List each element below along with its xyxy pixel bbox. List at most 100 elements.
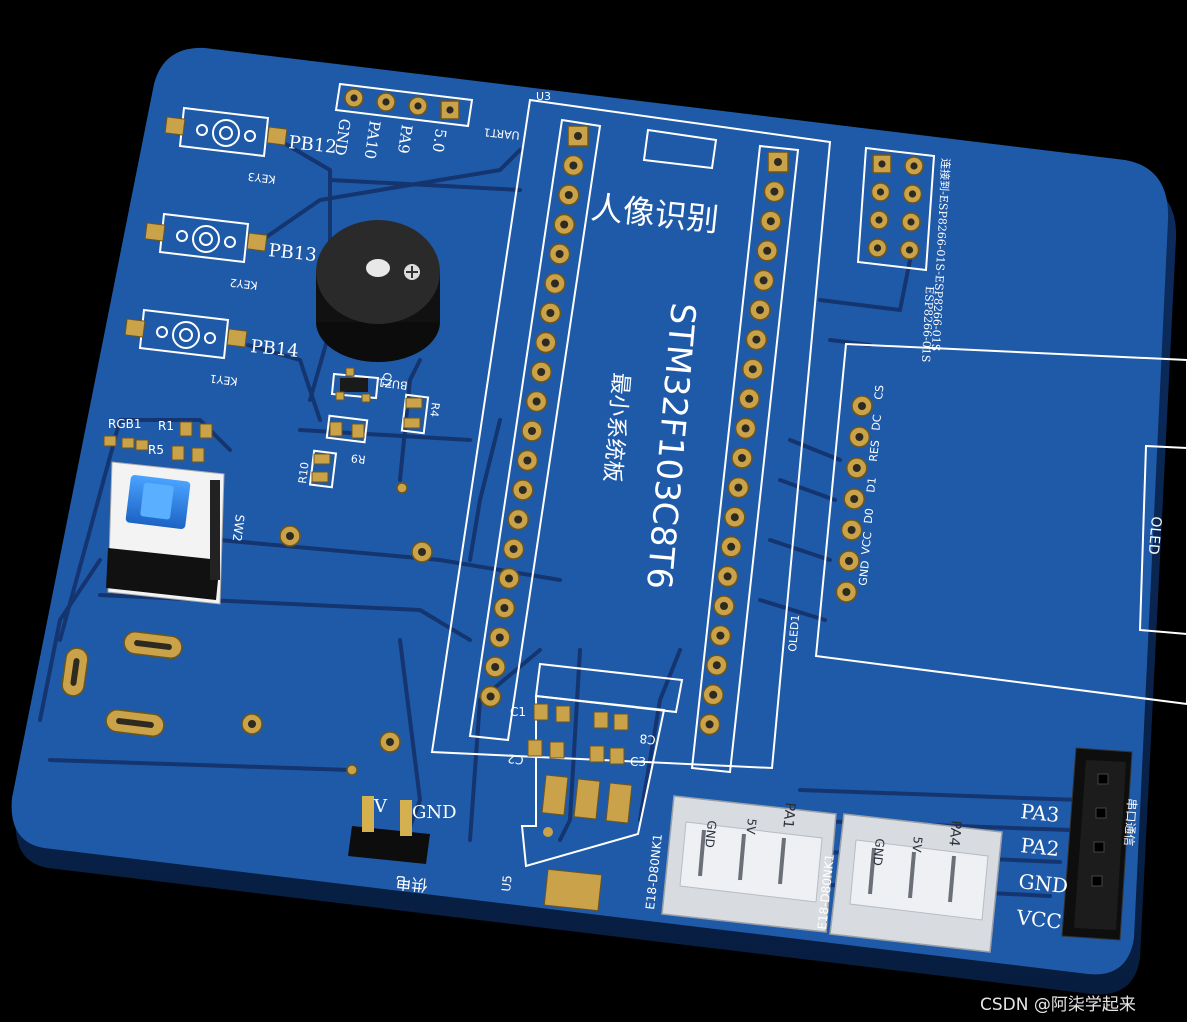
esp-header-outline	[856, 146, 936, 272]
mcu-pin-right-hole	[741, 424, 750, 433]
r1	[179, 421, 213, 439]
c8	[593, 711, 629, 731]
sw2-label: SW2	[230, 514, 247, 543]
mcu-pin-left-hole	[532, 397, 541, 406]
mcu-pin-right-hole	[712, 661, 721, 670]
connector-2-pin-5v: 5V	[909, 836, 925, 854]
connector-1-pin-gnd: GND	[702, 820, 719, 849]
serial-pin-pa2: PA2	[1019, 833, 1060, 861]
r9	[325, 414, 369, 444]
mcu-pin-right-hole	[727, 542, 736, 551]
oled-ref: OLED1	[786, 614, 802, 652]
rgb-led	[103, 435, 149, 451]
key3-ref: KEY3	[247, 170, 276, 186]
key1[interactable]	[124, 308, 248, 360]
esp-pin-hole	[875, 216, 883, 224]
serial-label-cn: 串口通信	[1122, 798, 1139, 847]
board-face	[11, 47, 1169, 975]
mcu-pin-right-hole	[716, 631, 725, 640]
rgb-label: RGB1	[108, 417, 142, 431]
connector-2-pin-gnd: GND	[870, 838, 887, 867]
mcu-pin-right-hole	[734, 483, 743, 492]
oled-pin-hole	[847, 526, 856, 534]
mcu-pin-left-hole	[505, 574, 513, 583]
mcu-pin-left-hole	[528, 427, 536, 435]
uart-pin-5v: 5.0	[429, 127, 450, 153]
mcu-pin-right-hole	[774, 158, 782, 166]
uart-header-outline	[334, 82, 474, 128]
power-header[interactable]	[348, 796, 430, 864]
q1-ref: Q1	[379, 372, 394, 389]
u3-label: U3	[536, 90, 551, 103]
serial-header[interactable]	[1061, 747, 1133, 941]
oled-pin-label: RES	[867, 439, 882, 462]
c2-label: C2	[507, 751, 524, 767]
uart-pin-hole	[446, 106, 454, 114]
key2[interactable]	[144, 212, 268, 264]
key2-ref: KEY2	[229, 276, 258, 292]
mcu-pin-left-hole	[551, 279, 559, 288]
mcu-pin-right-hole	[752, 335, 761, 344]
mcu-pin-left-hole	[541, 338, 550, 347]
esp-pin-hole	[908, 190, 917, 198]
key3-net: PB12	[287, 132, 337, 158]
esp-pin-hole	[876, 188, 885, 196]
uart-header-pins	[344, 88, 460, 120]
mcu-pin-right-hole	[738, 454, 746, 462]
power-label-cn: 供电	[395, 873, 429, 895]
mcu-pin-left-hole	[546, 309, 555, 317]
key2-net: PB13	[267, 240, 317, 266]
oled-pin-hole	[842, 588, 851, 596]
usb-mark	[642, 128, 718, 170]
r5	[171, 445, 205, 463]
key3[interactable]	[164, 106, 288, 158]
connector-2[interactable]	[829, 813, 1003, 953]
oled-pin-hole	[858, 402, 866, 410]
buzzer	[316, 220, 440, 362]
mcu-pin-left-hole	[569, 161, 578, 170]
c2	[527, 739, 565, 759]
sw2-switch[interactable]	[106, 461, 225, 605]
mcu-pin-right-hole	[720, 602, 728, 610]
connector-1-pin-5v: 5V	[743, 818, 759, 836]
r4-label: R4	[427, 402, 442, 418]
c1-label: C1	[510, 705, 526, 719]
mcu-pin-left-hole	[486, 692, 495, 701]
oled-display-outline	[1138, 444, 1187, 636]
mcu-socket-right	[690, 144, 800, 774]
mcu-pin-right-hole	[705, 720, 714, 729]
cap-area-outline	[534, 662, 684, 714]
mcu-pin-left-hole	[514, 515, 523, 524]
c3-label: C3	[630, 755, 646, 769]
mcu-pin-right-hole	[763, 246, 772, 255]
r10	[308, 449, 338, 489]
oled-pin-hole	[845, 557, 853, 565]
uart-pin-pa10: PA10	[361, 119, 384, 160]
oled-pin-hole	[852, 464, 861, 472]
watermark: CSDN @阿柒学起来	[980, 995, 1136, 1015]
c1	[533, 703, 571, 723]
uart-pin-pa9: PA9	[394, 123, 416, 154]
mcu-pin-left-hole	[564, 191, 573, 199]
mcu-socket-left	[468, 118, 602, 742]
mcu-pin-right-hole	[748, 365, 757, 374]
key1-net: PB14	[249, 336, 299, 362]
u5-outline	[520, 694, 666, 868]
oled-outline	[814, 342, 1187, 706]
oled-pin-label: CS	[872, 384, 886, 400]
connector-1[interactable]	[661, 795, 837, 933]
connector-2-pin-pa4: PA4	[945, 820, 964, 848]
r9-label: R9	[350, 451, 366, 466]
power-label-gnd: GND	[412, 802, 457, 823]
uart-pin-hole	[382, 98, 390, 106]
oled-pin-hole	[850, 495, 859, 503]
serial-pin-vcc: VCC	[1014, 905, 1062, 934]
oled-silk: OLED	[1145, 516, 1164, 556]
mcu-pin-right-hole	[745, 394, 754, 403]
oled-pin-hole	[855, 433, 864, 441]
q1-transistor	[330, 367, 380, 403]
serial-pin-pa3: PA3	[1019, 799, 1060, 827]
serial-pin-gnd: GND	[1017, 869, 1069, 898]
